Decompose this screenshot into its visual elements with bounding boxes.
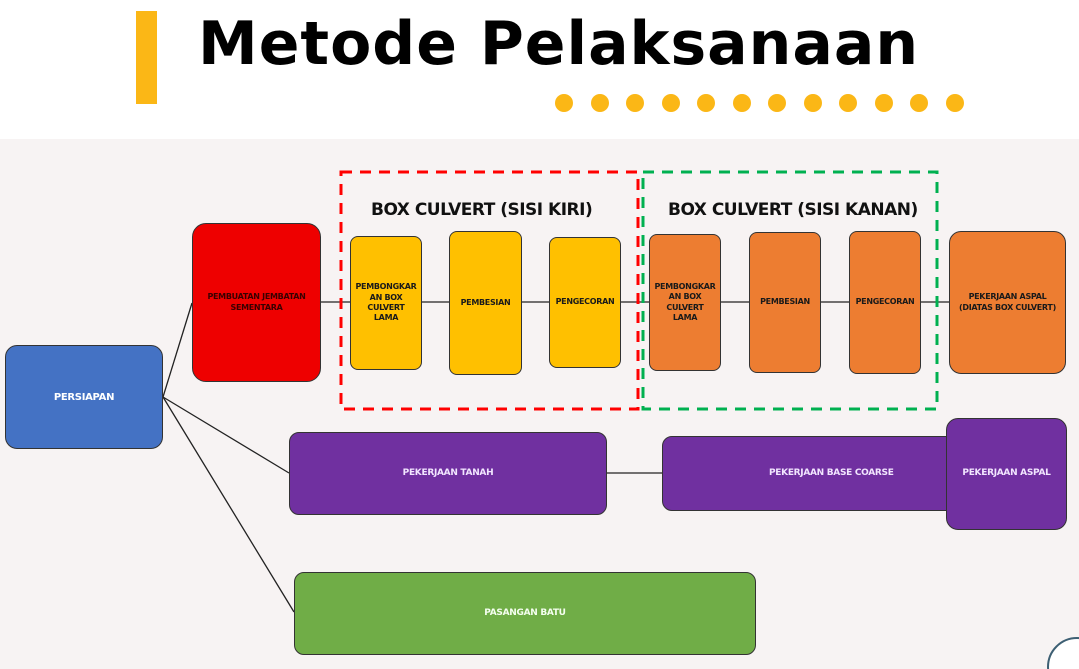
node-label: PENGECORAN xyxy=(555,297,615,307)
decorative-dot xyxy=(945,94,964,112)
node-pekerjaan-tanah[interactable]: PEKERJAAN TANAH xyxy=(289,432,607,515)
node-label: PEMBONGKAR AN BOX CULVERT LAMA xyxy=(654,281,716,322)
decorative-dot xyxy=(555,94,573,112)
node-kanan-pembongkaran[interactable]: PEMBONGKAR AN BOX CULVERT LAMA xyxy=(649,234,721,371)
group-title-kanan: BOX CULVERT (SISI KANAN) xyxy=(668,200,918,220)
title-accent-bar xyxy=(136,11,157,104)
node-label: PENGECORAN xyxy=(855,297,915,307)
decorative-dot xyxy=(910,94,928,112)
node-pembuatan-jembatan-sementara[interactable]: PEMBUATAN JEMBATAN SEMENTARA xyxy=(192,223,321,382)
node-label: PEKERJAAN BASE COARSE xyxy=(769,467,894,478)
node-label: PEMBESIAN xyxy=(460,297,511,307)
node-pasangan-batu[interactable]: PASANGAN BATU xyxy=(294,572,756,655)
node-kanan-pembesian[interactable]: PEMBESIAN xyxy=(749,232,821,373)
node-pekerjaan-aspal[interactable]: PEKERJAAN ASPAL xyxy=(946,418,1067,530)
node-kiri-pembongkaran[interactable]: PEMBONGKAR AN BOX CULVERT LAMA xyxy=(350,236,422,370)
edge-persiapan-jembatan xyxy=(162,302,193,398)
decorative-dot xyxy=(874,94,893,112)
node-label: PEMBONGKAR AN BOX CULVERT LAMA xyxy=(355,282,417,323)
node-label: PEMBUATAN JEMBATAN SEMENTARA xyxy=(207,292,306,312)
node-label: PEKERJAAN TANAH xyxy=(402,467,494,478)
decorative-dot xyxy=(626,94,644,112)
node-label: PEMBESIAN xyxy=(760,297,810,307)
node-kiri-pembesian[interactable]: PEMBESIAN xyxy=(449,231,522,375)
group-title-kiri: BOX CULVERT (SISI KIRI) xyxy=(371,200,593,220)
page-title: Metode Pelaksanaan xyxy=(198,9,920,79)
decorative-dot xyxy=(661,94,680,112)
decorative-dot xyxy=(732,94,751,112)
decorative-dot xyxy=(590,94,609,112)
node-pekerjaan-aspal-box-culvert[interactable]: PEKERJAAN ASPAL (DIATAS BOX CULVERT) xyxy=(949,231,1066,374)
node-kanan-pengecoran[interactable]: PENGECORAN xyxy=(849,231,921,374)
node-kiri-pengecoran[interactable]: PENGECORAN xyxy=(549,237,621,368)
edge-persiapan-batu xyxy=(162,396,295,613)
decorative-dot xyxy=(697,94,715,112)
node-persiapan[interactable]: PERSIAPAN xyxy=(5,345,163,449)
decorative-dots xyxy=(555,94,964,112)
node-label: PERSIAPAN xyxy=(53,391,115,403)
node-label: PEKERJAAN ASPAL (DIATAS BOX CULVERT) xyxy=(959,292,1056,312)
node-label: PEKERJAAN ASPAL xyxy=(962,468,1051,479)
edge-persiapan-tanah xyxy=(162,396,290,474)
decorative-dot xyxy=(803,94,822,112)
node-pekerjaan-base-coarse[interactable]: PEKERJAAN BASE COARSE xyxy=(662,436,962,511)
decorative-dot xyxy=(768,94,786,112)
decorative-dot xyxy=(839,94,857,112)
node-label: PASANGAN BATU xyxy=(484,607,566,618)
